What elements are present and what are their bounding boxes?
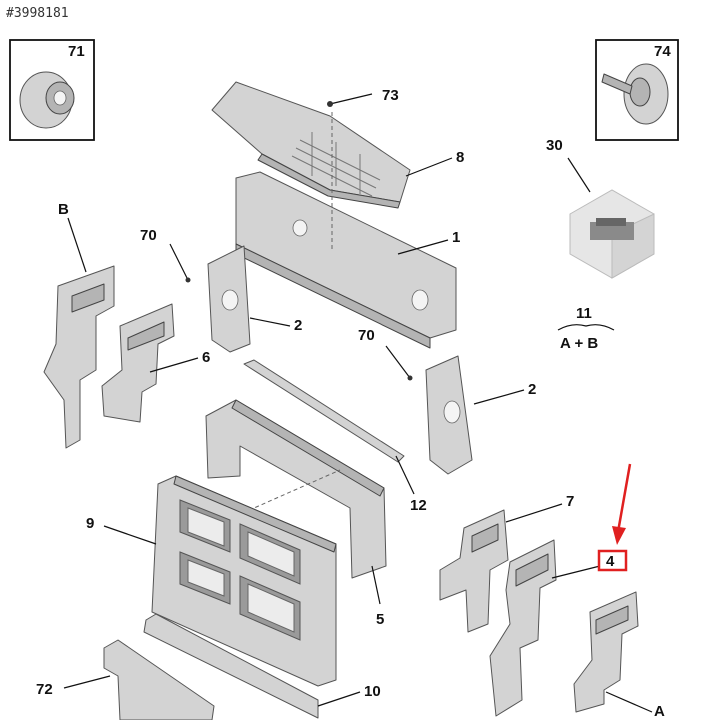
part-30-module[interactable] — [569, 189, 655, 279]
callout-10: 10 — [364, 683, 381, 700]
part-72-lower-bracket[interactable] — [103, 639, 215, 720]
callout-5: 5 — [376, 611, 384, 628]
callout-30: 30 — [546, 137, 563, 154]
part-6-left-air-guide[interactable] — [101, 303, 175, 423]
part-b-left-deflector[interactable] — [43, 265, 115, 449]
part-10-lower-crossmember[interactable] — [143, 613, 319, 719]
callout-11-subtitle: A + B — [560, 335, 598, 352]
callout-7: 7 — [566, 493, 574, 510]
callout-11: 11 — [576, 305, 592, 322]
callout-72: 72 — [36, 681, 53, 698]
callout-2-right: 2 — [528, 381, 536, 398]
callout-2-left: 2 — [294, 317, 302, 334]
part-1-upper-crossmember[interactable] — [235, 171, 457, 349]
callout-1: 1 — [452, 229, 460, 246]
part-7-right-air-guide[interactable] — [439, 509, 509, 633]
callout-8: 8 — [456, 149, 464, 166]
part-8-upper-cover[interactable] — [211, 81, 411, 209]
highlight-arrow — [612, 463, 632, 545]
callout-71: 71 — [68, 43, 85, 60]
inset-part-71[interactable]: 71 — [9, 39, 95, 141]
part-12-seal-strip[interactable] — [243, 359, 405, 463]
callout-a: A — [654, 703, 665, 720]
part-2-left-bracket[interactable] — [207, 245, 251, 353]
inset-part-74[interactable]: 74 — [595, 39, 679, 141]
callout-6: 6 — [202, 349, 210, 366]
part-4-deflector[interactable] — [489, 539, 557, 717]
part-a-right-deflector[interactable] — [573, 591, 639, 713]
part-2-right-bracket[interactable] — [425, 355, 473, 475]
callout-b: B — [58, 201, 69, 218]
part-5-air-guide-frame[interactable] — [205, 399, 387, 579]
callout-12: 12 — [410, 497, 427, 514]
callout-9: 9 — [86, 515, 94, 532]
callout-4: 4 — [606, 553, 615, 570]
callout-73: 73 — [382, 87, 399, 104]
callout-70-left: 70 — [140, 227, 157, 244]
callout-70-right: 70 — [358, 327, 375, 344]
callout-74: 74 — [654, 43, 671, 60]
reference-number: #3998181 — [6, 6, 69, 21]
part-9-front-end-carrier[interactable] — [151, 475, 337, 687]
highlight-part-4[interactable]: 4 — [597, 549, 628, 572]
